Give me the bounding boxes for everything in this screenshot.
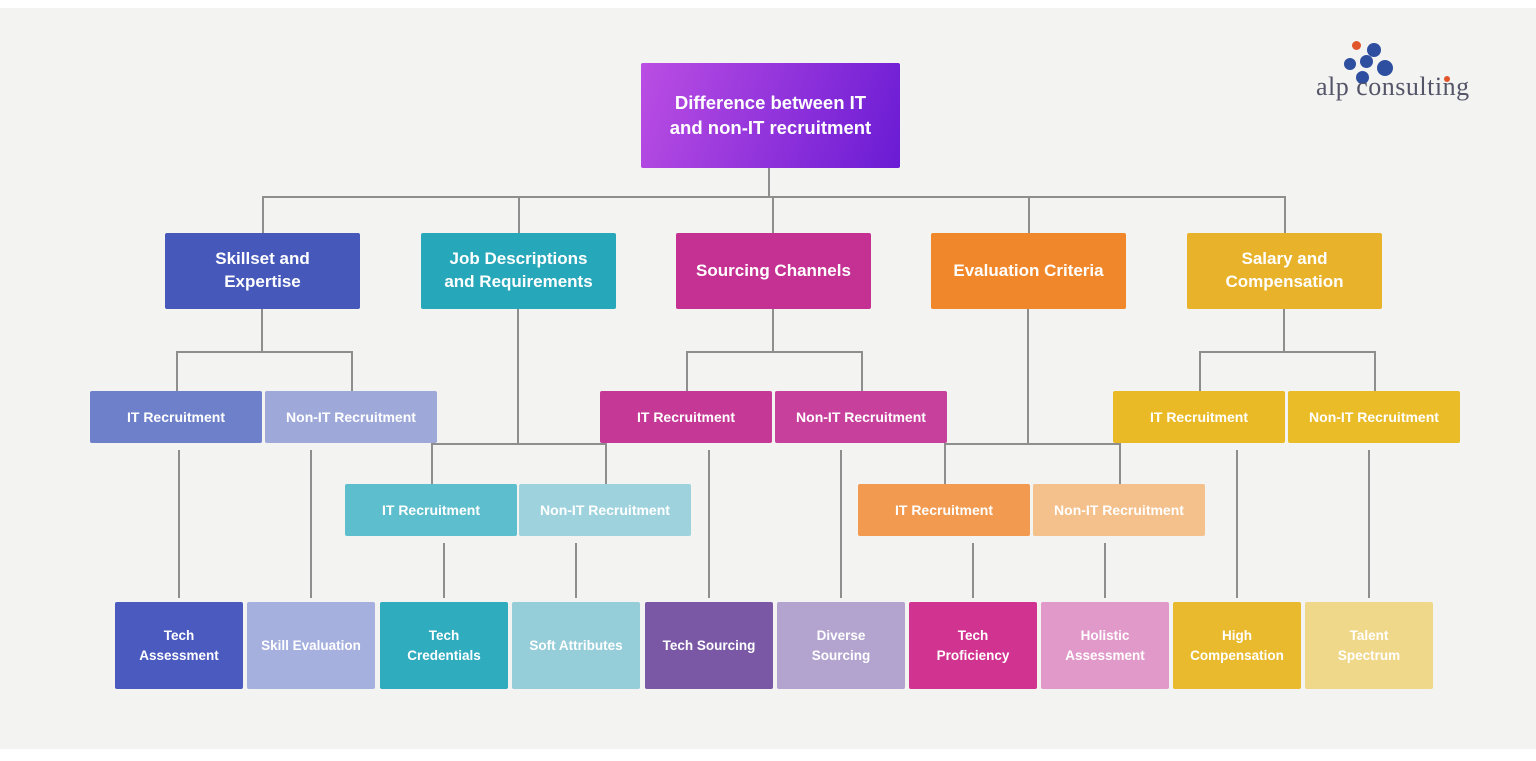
connector-line <box>176 351 353 353</box>
node-salary-nonit: Non-IT Recruitment <box>1288 391 1460 443</box>
connector-line <box>772 196 774 234</box>
leaf-talent-spectrum: Talent Spectrum <box>1305 602 1433 689</box>
connector-line <box>310 450 312 598</box>
connector-line <box>768 168 770 198</box>
leaf-holistic-assessment: Holistic Assessment <box>1041 602 1169 689</box>
connector-line <box>1028 196 1030 234</box>
connector-line <box>861 351 863 391</box>
connector-line <box>1199 351 1201 391</box>
connector-line <box>517 309 519 444</box>
branch-job-descriptions: Job Descriptions and Requirements <box>421 233 616 309</box>
node-evaluation-it: IT Recruitment <box>858 484 1030 536</box>
leaf-soft-attributes: Soft Attributes <box>512 602 640 689</box>
node-jobdesc-nonit: Non-IT Recruitment <box>519 484 691 536</box>
connector-line <box>708 450 710 598</box>
connector-line <box>1236 450 1238 598</box>
logo-molecule-red-dot-icon <box>1352 41 1361 50</box>
leaf-diverse-sourcing: Diverse Sourcing <box>777 602 905 689</box>
connector-line <box>443 543 445 598</box>
branch-salary-compensation: Salary and Compensation <box>1187 233 1382 309</box>
branch-sourcing-channels: Sourcing Channels <box>676 233 871 309</box>
connector-line <box>944 443 1121 445</box>
connector-line <box>431 443 433 484</box>
logo-molecule-icon <box>1360 55 1373 68</box>
connector-line <box>972 543 974 598</box>
leaf-skill-evaluation: Skill Evaluation <box>247 602 375 689</box>
connector-line <box>431 443 607 445</box>
connector-line <box>1104 543 1106 598</box>
node-sourcing-it: IT Recruitment <box>600 391 772 443</box>
node-salary-it: IT Recruitment <box>1113 391 1285 443</box>
leaf-tech-sourcing: Tech Sourcing <box>645 602 773 689</box>
node-evaluation-nonit: Non-IT Recruitment <box>1033 484 1205 536</box>
connector-line <box>262 196 1286 198</box>
node-sourcing-nonit: Non-IT Recruitment <box>775 391 947 443</box>
connector-line <box>1368 450 1370 598</box>
connector-line <box>262 196 264 234</box>
connector-line <box>176 351 178 391</box>
node-skillset-it: IT Recruitment <box>90 391 262 443</box>
connector-line <box>1374 351 1376 391</box>
connector-line <box>944 443 946 484</box>
connector-line <box>772 309 774 353</box>
logo-molecule-icon <box>1377 60 1393 76</box>
connector-line <box>1119 443 1121 484</box>
connector-line <box>1027 309 1029 444</box>
top-edge-strip <box>0 0 1536 8</box>
branch-skillset-expertise: Skillset and Expertise <box>165 233 360 309</box>
connector-line <box>178 450 180 598</box>
leaf-tech-credentials: Tech Credentials <box>380 602 508 689</box>
branch-evaluation-criteria: Evaluation Criteria <box>931 233 1126 309</box>
connector-line <box>686 351 688 391</box>
connector-line <box>575 543 577 598</box>
connector-line <box>518 196 520 234</box>
connector-line <box>686 351 863 353</box>
node-skillset-nonit: Non-IT Recruitment <box>265 391 437 443</box>
logo-i-dot-icon <box>1444 76 1450 82</box>
leaf-tech-proficiency: Tech Proficiency <box>909 602 1037 689</box>
logo-text: alp consulting <box>1316 72 1470 101</box>
logo-molecule-icon <box>1356 71 1369 84</box>
leaf-high-compensation: High Compensation <box>1173 602 1301 689</box>
node-jobdesc-it: IT Recruitment <box>345 484 517 536</box>
root-node: Difference between IT and non-IT recruit… <box>641 63 900 168</box>
logo-molecule-icon <box>1367 43 1381 57</box>
connector-line <box>605 443 607 484</box>
connector-line <box>1199 351 1376 353</box>
logo-molecule-icon <box>1344 58 1356 70</box>
connector-line <box>840 450 842 598</box>
connector-line <box>261 309 263 353</box>
connector-line <box>1284 196 1286 234</box>
connector-line <box>1283 309 1285 353</box>
bottom-edge-strip <box>0 749 1536 761</box>
leaf-tech-assessment: Tech Assessment <box>115 602 243 689</box>
connector-line <box>351 351 353 391</box>
